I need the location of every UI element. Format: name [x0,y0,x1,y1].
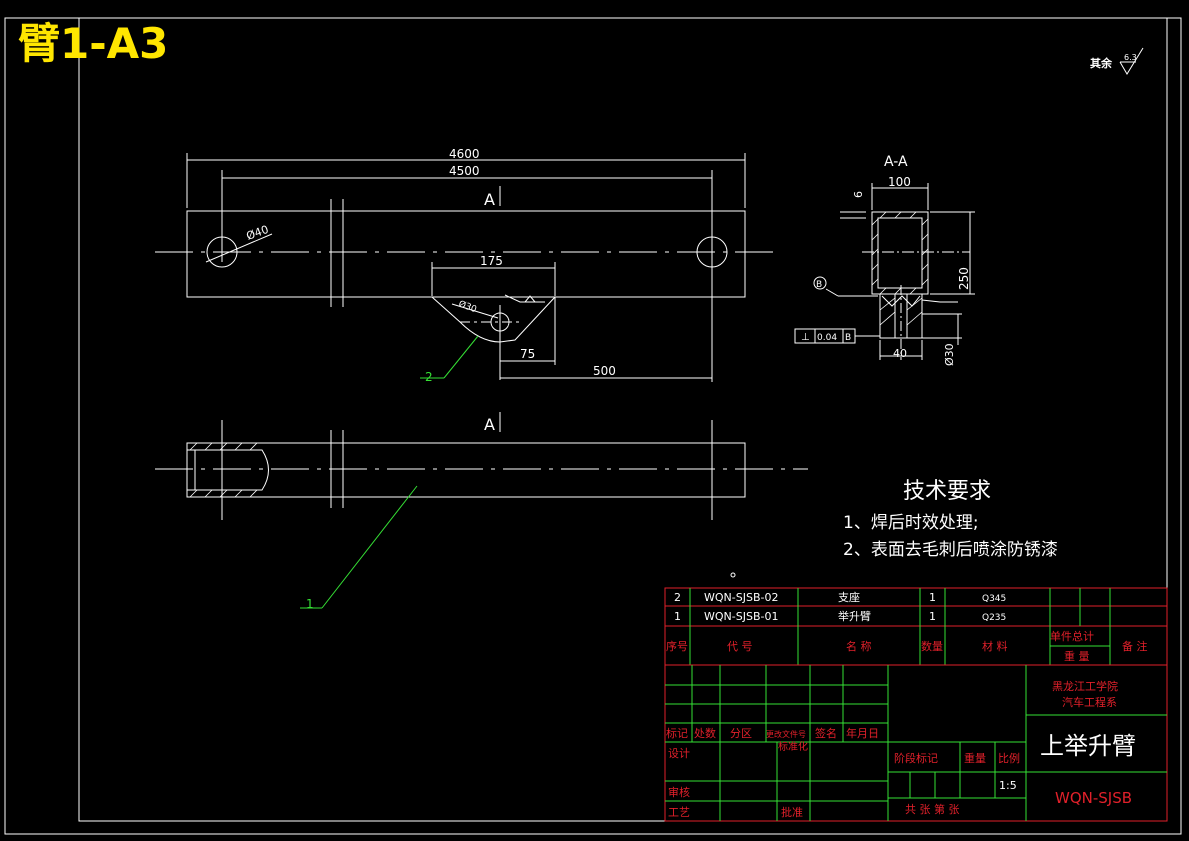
dim-4500: 4500 [449,164,480,178]
bottom-view [155,412,808,520]
bom-row-2-name: 支座 [838,590,860,604]
tb-sign: 签名 [815,726,837,740]
bom-row-2-no: 2 [674,591,681,604]
perpendicularity-icon: ⊥ [801,332,810,343]
dim-hole-30: Ø30 [457,298,478,315]
school-name: 黑龙江工学院 [1052,679,1118,693]
tolerance-value: 0.04 [817,333,837,343]
tb-approve: 批准 [781,805,803,819]
bom-row-2-code: WQN-SJSB-02 [704,591,778,604]
bom-header-material: 材 料 [982,639,1008,653]
bom-grid [664,587,1168,666]
tb-date: 年月日 [846,726,879,740]
bom-header-name: 名 称 [846,639,872,653]
bom-row-1-code: WQN-SJSB-01 [704,610,778,623]
dept-name: 汽车工程系 [1062,695,1117,709]
bom-row-2-material: Q345 [982,594,1006,604]
bom-header-note: 备 注 [1122,639,1148,653]
inner-border [78,17,1168,822]
surface-value: 6.3 [1124,53,1137,62]
section-view [794,183,975,360]
main-view [155,153,780,382]
bom-row-2-qty: 1 [929,591,936,604]
surface-symbol-icon [1119,47,1144,75]
bom-row-1-no: 1 [674,610,681,623]
datum-b-symbol: B [816,280,822,290]
dim-75: 75 [520,347,535,361]
dim-6: 6 [852,191,865,198]
outer-border [4,17,1182,835]
bottom-hatch [189,442,258,498]
tech-item-1: 1、焊后时效处理; [843,513,979,533]
dim-175: 175 [480,254,503,268]
section-title: A-A [884,154,908,170]
bom-header-qty: 数量 [921,640,943,653]
bom-header-weight: 重 量 [1064,649,1090,663]
dim-500: 500 [593,364,616,378]
tb-weight: 重量 [964,751,986,765]
tb-sheets: 共 张 第 张 [905,802,960,816]
bom-header-no: 序号 [666,639,688,653]
drawing-number: WQN-SJSB [1055,789,1132,807]
tb-design: 设计 [668,747,690,760]
section-hatch [871,211,929,326]
tb-review: 审核 [668,785,690,799]
bom-row-1-qty: 1 [929,610,936,623]
titleblock-grid [664,664,1168,822]
tech-item-2: 2、表面去毛刺后喷涂防锈漆 [843,540,1058,560]
bom-header-single-total: 单件总计 [1050,629,1094,643]
dim-40: 40 [893,347,907,360]
bom-row-1-name: 举升臂 [838,609,871,623]
section-label-bottom: A [484,415,495,434]
surface-note: 其余 [1090,56,1113,70]
tb-scale-label: 比例 [998,751,1020,765]
balloon-2: 2 [425,370,433,384]
part-name: 上举升臂 [1040,732,1136,760]
bom-header-code: 代 号 [727,640,753,653]
tb-scale: 1:5 [999,779,1017,792]
tolerance-datum: B [845,333,851,343]
dim-4600: 4600 [449,147,480,161]
balloon-1: 1 [306,597,314,611]
dim-250: 250 [957,267,971,290]
tb-process: 工艺 [668,806,690,819]
section-label-top: A [484,190,495,209]
tb-mark: 标记 [666,726,688,740]
tb-zone: 分区 [730,727,752,740]
tb-count: 处数 [694,727,716,740]
tb-change-doc: 更改文件号 [766,729,806,739]
tb-standard: 标准化 [778,740,808,753]
bom-row-1-material: Q235 [982,613,1006,623]
tech-heading: 技术要求 [903,479,991,504]
sheet-title: 臂1-A3 [18,19,168,68]
dim-dia-30: Ø30 [943,343,956,366]
tb-stage: 阶段标记 [894,751,938,765]
dim-100: 100 [888,175,911,189]
